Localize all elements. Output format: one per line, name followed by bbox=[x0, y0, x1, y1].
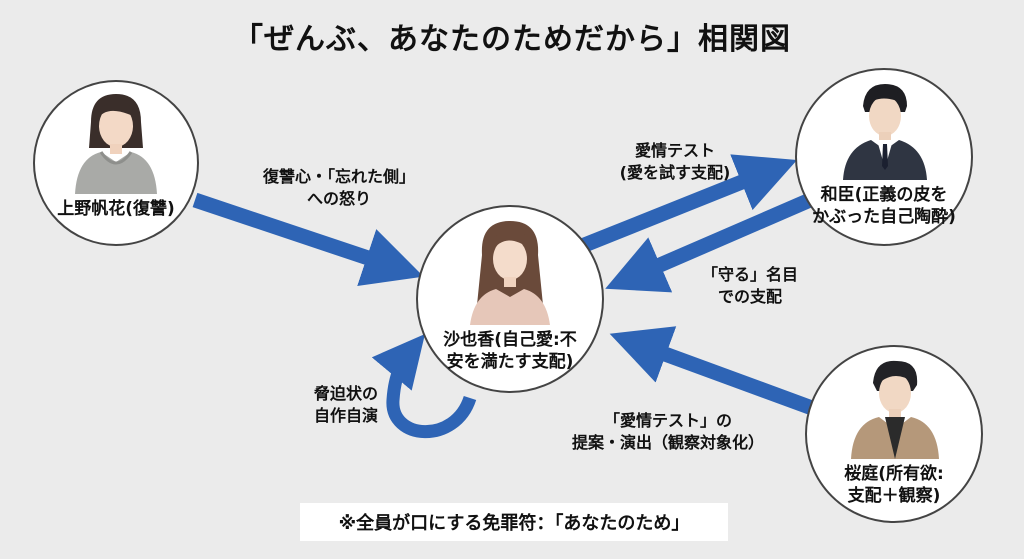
node-sakuraniwa-label: 桜庭(所有欲: 支配＋観察) bbox=[844, 464, 944, 507]
node-sayaka: 沙也香(自己愛:不 安を満たす支配) bbox=[416, 205, 604, 393]
sayaka-portrait-icon bbox=[470, 221, 550, 325]
node-sakuraniwa: 桜庭(所有欲: 支配＋観察) bbox=[805, 345, 983, 523]
arrow-sakuraniwa-to-sayaka bbox=[609, 326, 815, 416]
arrow-kazuomi-to-sayaka bbox=[605, 193, 813, 293]
hanaka-portrait-icon bbox=[75, 94, 157, 194]
arrow-sayaka-self-loop bbox=[371, 334, 477, 439]
edge-label-hanaka-to-sayaka: 復讐心・「忘れた側」 への怒り bbox=[262, 167, 415, 208]
edge-label-kazuomi-to-sayaka: 「守る」名目 での支配 bbox=[701, 265, 798, 306]
node-sayaka-label: 沙也香(自己愛:不 安を満たす支配) bbox=[443, 330, 577, 373]
node-hanaka-label: 上野帆花(復讐) bbox=[57, 199, 175, 219]
arrow-sayaka-to-kazuomi bbox=[579, 154, 798, 253]
edge-label-sayaka-self: 脅迫状の 自作自演 bbox=[313, 384, 378, 425]
footer-note: ※全員が口にする免罪符：「あなたのため」 bbox=[300, 503, 728, 541]
sakuraniwa-portrait-icon bbox=[851, 360, 939, 459]
kazuomi-portrait-icon bbox=[843, 84, 927, 180]
edge-label-sakuraniwa-to-sayaka: 「愛情テスト」の 提案・演出（観察対象化） bbox=[571, 411, 764, 452]
page-title: 「ぜんぶ、あなたのためだから」相関図 bbox=[233, 22, 791, 57]
arrow-hanaka-to-sayaka bbox=[192, 192, 424, 286]
edge-label-sayaka-to-kazuomi: 愛情テスト (愛を試す支配) bbox=[619, 141, 731, 182]
node-kazuomi: 和臣(正義の皮を かぶった自己陶酔) bbox=[795, 68, 973, 246]
node-hanaka: 上野帆花(復讐) bbox=[33, 80, 199, 246]
node-kazuomi-label: 和臣(正義の皮を かぶった自己陶酔) bbox=[812, 185, 956, 228]
